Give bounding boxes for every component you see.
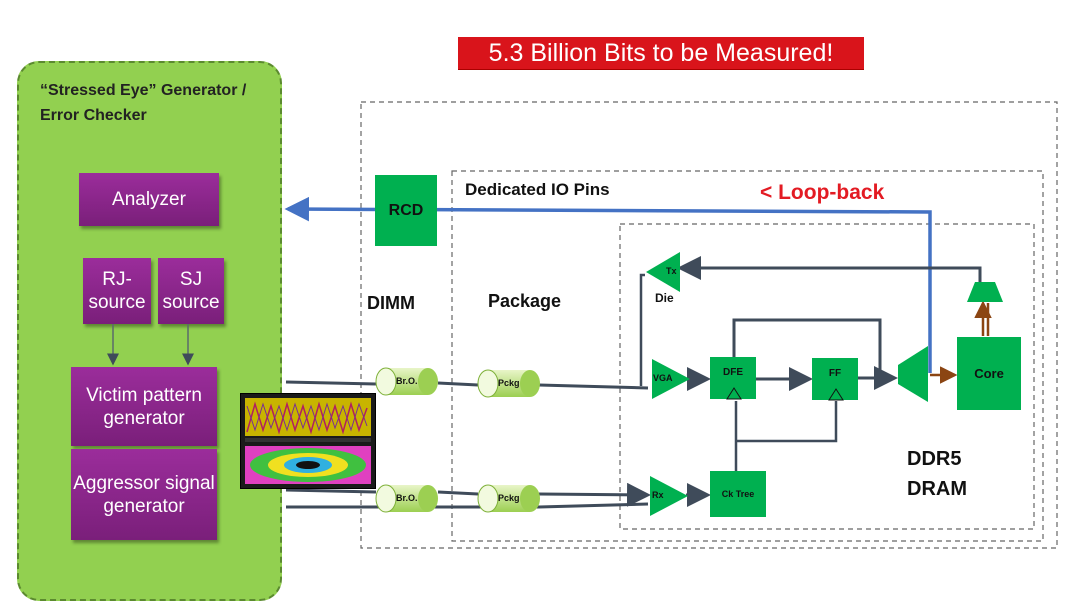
ff-clock-icon: [828, 388, 844, 401]
pckg-lower-label: Pckg: [498, 493, 520, 503]
dfe-label: DFE: [723, 366, 743, 378]
loopback-label: < Loop-back: [760, 181, 885, 204]
victim-pattern-generator-label: Victim pattern generator: [86, 384, 202, 429]
victim-pattern-generator-block: Victim pattern generator: [71, 367, 217, 446]
br-o-cylinder-lower: [375, 484, 438, 513]
dedicated-io-pins-label: Dedicated IO Pins: [465, 180, 610, 199]
victim-wire-a: [285, 380, 377, 386]
core-block: [957, 337, 1021, 410]
tx-to-vga-wire: [639, 273, 645, 386]
title-banner: 5.3 Billion Bits to be Measured!: [458, 37, 864, 70]
aggressor-wire-a: [285, 488, 377, 494]
aggressor-wire-d: [286, 502, 649, 509]
ddr5-label: DDR5: [907, 448, 962, 470]
dfe-clock-icon: [726, 387, 742, 400]
rj-source-block: RJ- source: [83, 258, 151, 324]
ff-block: [812, 358, 858, 400]
dram-label: DRAM: [907, 478, 967, 500]
vga-triangle: [652, 359, 690, 399]
core-label: Core: [974, 366, 1004, 381]
ck-tree-label: Ck Tree: [721, 489, 755, 499]
aggressor-wire-c: [538, 482, 651, 507]
tx-triangle: [646, 252, 680, 292]
tx-feedback-wire: [677, 256, 982, 285]
victim-wire-c: [538, 383, 649, 390]
package-boundary: [451, 170, 1044, 542]
mux-block: [898, 346, 928, 402]
pckg-cylinder-lower: [477, 484, 540, 513]
rcd-label: RCD: [388, 201, 424, 219]
pckg-cylinder-upper: [477, 369, 540, 398]
cktree-to-ff-wire: [736, 401, 838, 443]
tx-label: Tx: [666, 266, 677, 276]
dimm-boundary: [360, 101, 1058, 549]
br-o-cylinder-upper: [375, 367, 438, 396]
vga-label: VGA: [653, 373, 673, 383]
aggressor-wire-b: [437, 490, 479, 496]
br-o-upper-label: Br.O.: [396, 376, 418, 386]
analyzer-label: Analyzer: [112, 189, 186, 210]
sj-source-label: SJ source: [162, 269, 220, 313]
ck-tree-block: [710, 471, 766, 517]
ff-label: FF: [828, 367, 842, 379]
aggressor-signal-generator-block: Aggressor signal generator: [71, 449, 217, 540]
dfe-block: [710, 357, 756, 399]
rx-triangle: [650, 476, 688, 516]
rcd-block: [375, 175, 437, 246]
aggressor-signal-generator-label: Aggressor signal generator: [73, 472, 215, 517]
dfe-feedback-loop: [732, 318, 882, 378]
die-boundary: [619, 223, 1035, 530]
die-label: Die: [655, 291, 674, 305]
rj-source-label: RJ- source: [88, 269, 146, 313]
generator-title: “Stressed Eye” Generator / Error Checker: [40, 82, 247, 124]
tx-mux-block: [967, 282, 1003, 302]
analyzer-block: Analyzer: [79, 173, 219, 226]
loopback-path: [284, 196, 932, 373]
br-o-lower-label: Br.O.: [396, 493, 418, 503]
rx-label: Rx: [652, 490, 664, 500]
dimm-label: DIMM: [367, 293, 415, 313]
sj-source-block: SJ source: [158, 258, 224, 324]
pckg-upper-label: Pckg: [498, 378, 520, 388]
eye-diagram-image: [240, 393, 376, 489]
package-label: Package: [488, 291, 562, 311]
victim-wire-b: [437, 381, 479, 387]
